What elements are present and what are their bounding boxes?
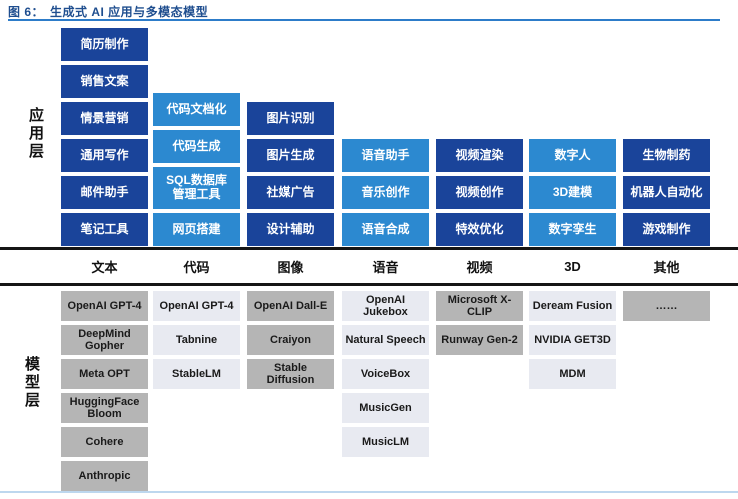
category-header-speech: 语音 — [372, 259, 399, 275]
model-column-video: Microsoft X-CLIP Runway Gen-2 — [436, 291, 523, 355]
app-box: 机器人自动化 — [623, 176, 710, 209]
app-box: 通用写作 — [61, 139, 148, 172]
app-box: 设计辅助 — [247, 213, 334, 246]
app-column-speech: 语音助手 音乐创作 语音合成 — [342, 139, 429, 246]
app-box: 语音助手 — [342, 139, 429, 172]
separator-line-bottom — [0, 283, 738, 286]
app-box: 数字人 — [529, 139, 616, 172]
app-box: 数字孪生 — [529, 213, 616, 246]
model-box: Craiyon — [247, 325, 334, 355]
model-column-code: OpenAI GPT-4 Tabnine StableLM — [153, 291, 240, 389]
model-box: MusicLM — [342, 427, 429, 457]
app-column-code: 代码文档化 代码生成 SQL数据库 管理工具 网页搭建 — [153, 93, 240, 246]
model-box: OpenAI Dall-E — [247, 291, 334, 321]
app-column-other: 生物制药 机器人自动化 游戏制作 — [623, 139, 710, 246]
figure-caption: 图 6： 生成式 AI 应用与多模态模型 — [8, 3, 208, 20]
model-box: Meta OPT — [61, 359, 148, 389]
model-box: OpenAI Jukebox — [342, 291, 429, 321]
app-box: 图片识别 — [247, 102, 334, 135]
bottom-rule — [0, 491, 738, 493]
app-box: 笔记工具 — [61, 213, 148, 246]
model-box: StableLM — [153, 359, 240, 389]
app-box: 视频创作 — [436, 176, 523, 209]
app-column-image: 图片识别 图片生成 社媒广告 设计辅助 — [247, 102, 334, 246]
app-box: 视频渲染 — [436, 139, 523, 172]
app-box: 代码文档化 — [153, 93, 240, 126]
figure-title-text: 生成式 AI 应用与多模态模型 — [50, 5, 209, 19]
category-header-3d: 3D — [564, 258, 581, 274]
model-box: Natural Speech — [342, 325, 429, 355]
model-column-speech: OpenAI Jukebox Natural Speech VoiceBox M… — [342, 291, 429, 457]
category-header-video: 视频 — [466, 259, 493, 275]
separator-line-top — [0, 247, 738, 250]
figure-number: 图 6： — [8, 5, 45, 19]
application-layer-label: 应用层 — [27, 107, 44, 161]
app-box: 代码生成 — [153, 130, 240, 163]
model-box: OpenAI GPT-4 — [153, 291, 240, 321]
app-box: 生物制药 — [623, 139, 710, 172]
title-underline — [8, 19, 720, 21]
model-box: Microsoft X-CLIP — [436, 291, 523, 321]
model-layer-label: 模型层 — [23, 356, 40, 410]
model-box: Cohere — [61, 427, 148, 457]
model-box: …… — [623, 291, 710, 321]
model-column-other: …… — [623, 291, 710, 321]
model-box: MusicGen — [342, 393, 429, 423]
app-column-text: 简历制作 销售文案 情景营销 通用写作 邮件助手 笔记工具 — [61, 28, 148, 246]
app-box: 简历制作 — [61, 28, 148, 61]
app-box: 图片生成 — [247, 139, 334, 172]
category-header-code: 代码 — [183, 259, 210, 275]
model-box: Tabnine — [153, 325, 240, 355]
app-box: 情景营销 — [61, 102, 148, 135]
model-box: VoiceBox — [342, 359, 429, 389]
model-box: Deream Fusion — [529, 291, 616, 321]
app-box: 邮件助手 — [61, 176, 148, 209]
model-box: MDM — [529, 359, 616, 389]
model-box: NVIDIA GET3D — [529, 325, 616, 355]
model-box: OpenAI GPT-4 — [61, 291, 148, 321]
app-box: 3D建模 — [529, 176, 616, 209]
model-box: Runway Gen-2 — [436, 325, 523, 355]
category-header-other: 其他 — [653, 259, 680, 275]
app-box: SQL数据库 管理工具 — [153, 167, 240, 209]
model-box: HuggingFace Bloom — [61, 393, 148, 423]
app-box: 网页搭建 — [153, 213, 240, 246]
model-box: Anthropic — [61, 461, 148, 491]
app-box: 语音合成 — [342, 213, 429, 246]
model-column-3d: Deream Fusion NVIDIA GET3D MDM — [529, 291, 616, 389]
app-box: 销售文案 — [61, 65, 148, 98]
app-column-video: 视频渲染 视频创作 特效优化 — [436, 139, 523, 246]
app-box: 社媒广告 — [247, 176, 334, 209]
category-header-text: 文本 — [91, 259, 118, 275]
model-column-image: OpenAI Dall-E Craiyon Stable Diffusion — [247, 291, 334, 389]
category-header-image: 图像 — [277, 259, 304, 275]
app-box: 音乐创作 — [342, 176, 429, 209]
app-box: 游戏制作 — [623, 213, 710, 246]
app-box: 特效优化 — [436, 213, 523, 246]
app-column-3d: 数字人 3D建模 数字孪生 — [529, 139, 616, 246]
model-column-text: OpenAI GPT-4 DeepMind Gopher Meta OPT Hu… — [61, 291, 148, 491]
model-box: DeepMind Gopher — [61, 325, 148, 355]
model-box: Stable Diffusion — [247, 359, 334, 389]
